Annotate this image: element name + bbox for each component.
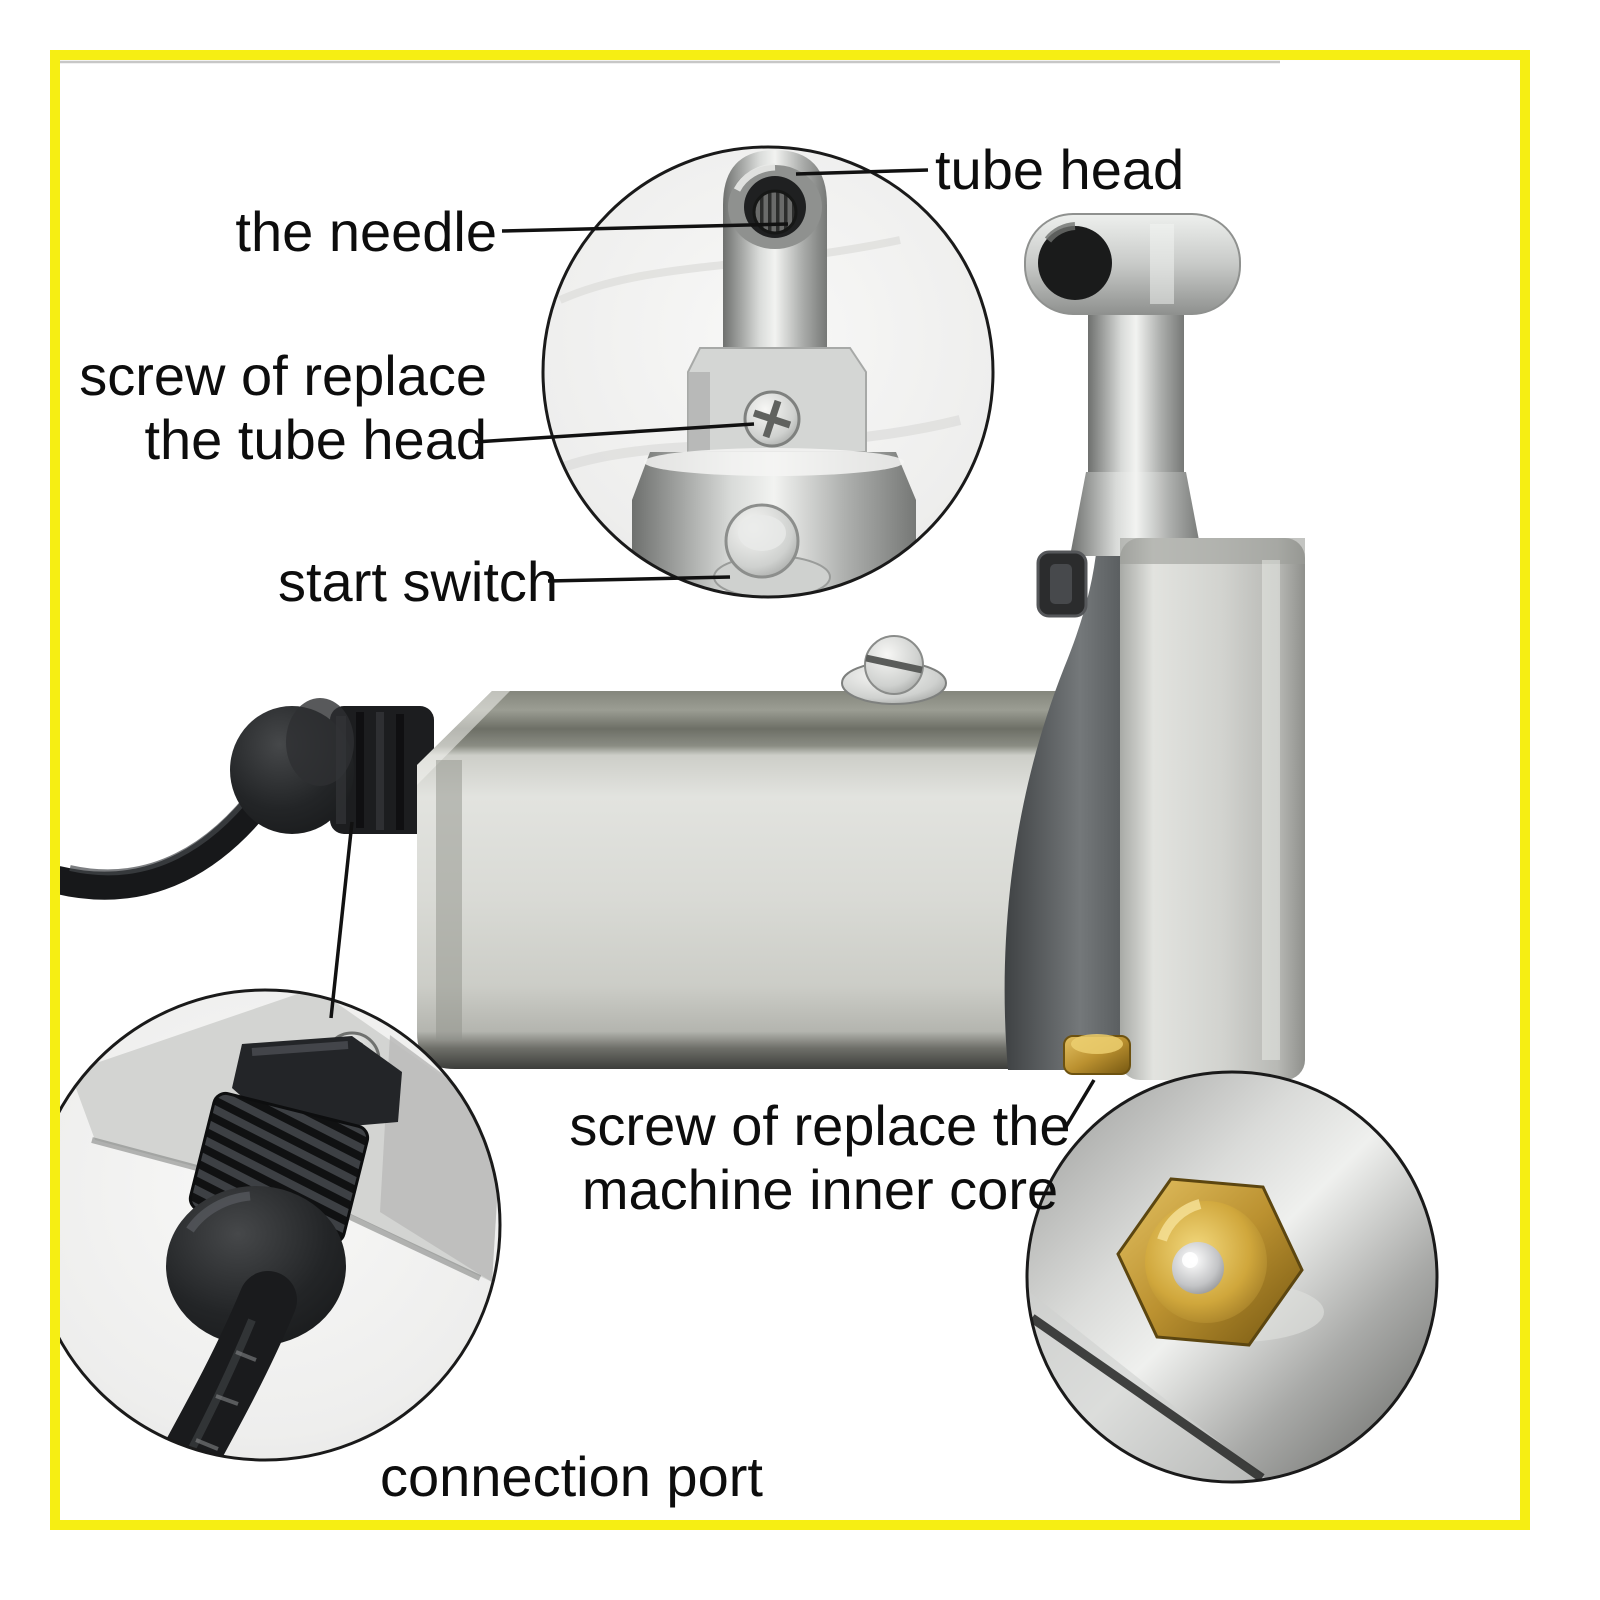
label-screw-tube-head-line1: screw of replace	[79, 344, 487, 407]
leader-connection-port	[329, 821, 354, 1019]
machine-body	[417, 691, 1095, 1069]
inset1-needle	[752, 189, 798, 235]
tube-head-cap	[1024, 213, 1241, 315]
machine-photo	[44, 213, 1305, 1080]
inset3-center-pin	[1172, 1242, 1224, 1294]
leader-lines	[329, 168, 1096, 1131]
holder-top-shade	[1120, 538, 1305, 564]
inset-inner-core-screw-closeup	[1025, 1070, 1439, 1484]
inset1-tube-screw	[743, 390, 801, 448]
label-screw-tube-head-line2: the tube head	[144, 408, 487, 471]
inset-tube-head-closeup	[541, 145, 995, 599]
label-the-needle: the needle	[235, 200, 497, 263]
inset2-border	[28, 988, 502, 1462]
leader-tube-head	[795, 168, 929, 176]
label-inner-core: screw of replace the machine inner core	[540, 1094, 1100, 1222]
label-inner-core-line2: machine inner core	[581, 1158, 1059, 1221]
label-tube-head: tube head	[935, 138, 1185, 201]
leader-needle	[501, 222, 789, 233]
holder-highlight	[1262, 560, 1280, 1060]
clamp-bolt	[1036, 550, 1088, 618]
inset3-brass-nut	[1116, 1177, 1304, 1347]
label-connection-port: connection port	[380, 1445, 763, 1508]
body-left-shade	[436, 760, 462, 1040]
cable-gland	[230, 698, 434, 834]
inset1-border	[541, 145, 995, 599]
top-screw	[841, 635, 947, 705]
holder-block	[1120, 538, 1305, 1080]
inset3-border	[1025, 1070, 1439, 1484]
leader-inner-core-screw	[1062, 1079, 1096, 1131]
cable-highlight	[69, 782, 261, 876]
inset-connection-port-closeup	[28, 988, 502, 1462]
leader-screw-tube-head	[474, 422, 755, 444]
label-inner-core-line1: screw of replace the	[569, 1094, 1071, 1157]
tube-column-flare	[1070, 472, 1202, 556]
label-start-switch: start switch	[278, 550, 559, 613]
label-screw-tube-head: screw of replace the tube head	[37, 344, 487, 472]
inner-core-screw	[1063, 1034, 1131, 1075]
leader-start-switch	[547, 575, 731, 583]
inset3-panel-edge	[1029, 1314, 1265, 1482]
inset2-gland-dome	[166, 1186, 346, 1346]
inset1-start-switch	[713, 503, 831, 597]
